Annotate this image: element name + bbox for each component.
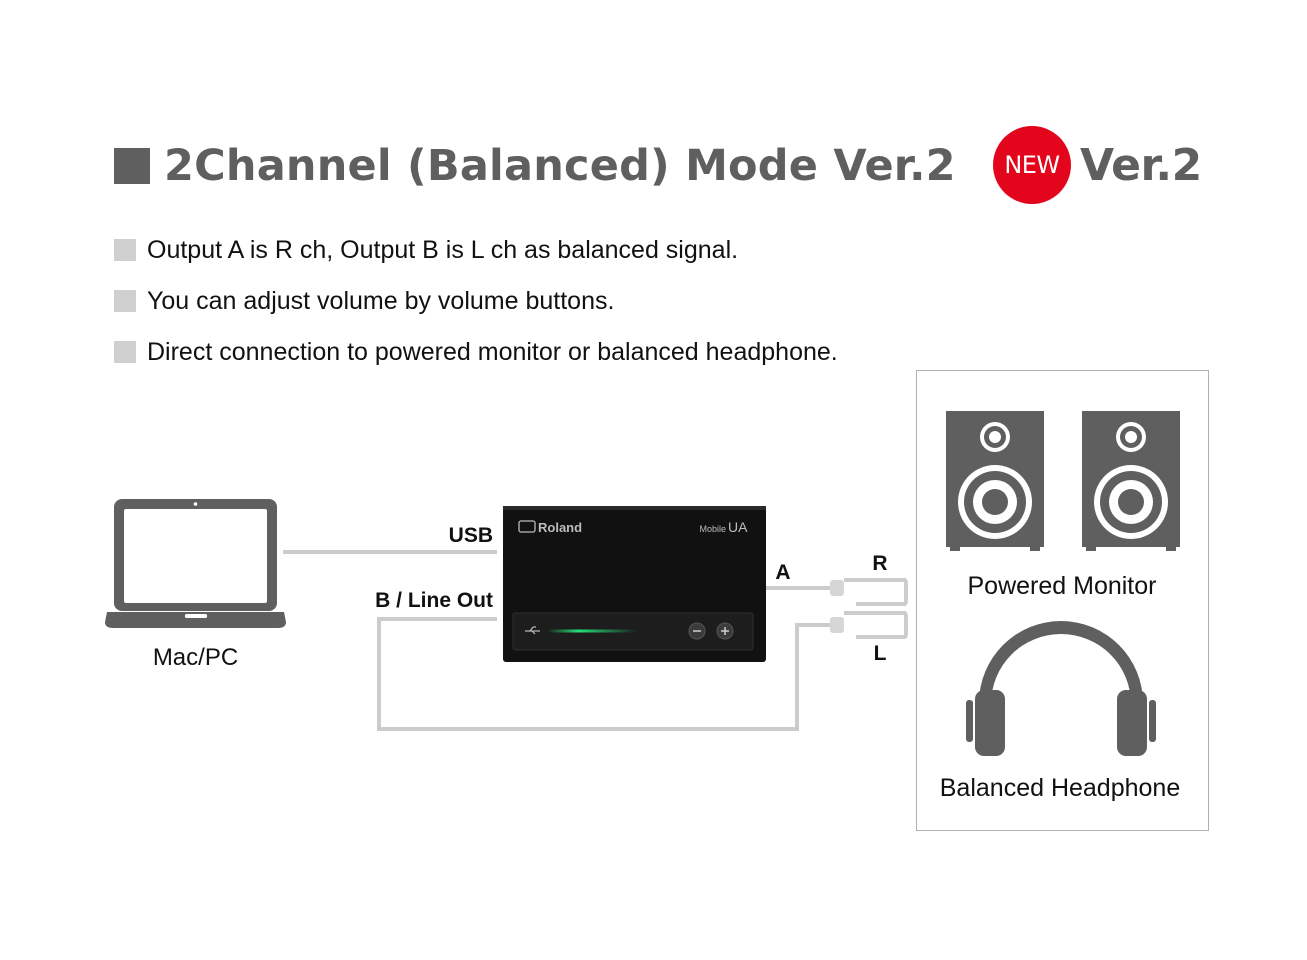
bullet-square-icon [114,239,136,261]
bullet-text: Direct connection to powered monitor or … [147,337,838,366]
page-title: 2Channel (Balanced) Mode Ver.2 [164,141,956,191]
speaker-right-icon [1082,411,1180,551]
channel-l-label: L [874,642,887,665]
xlr-l-plug [844,611,908,639]
usb-symbol-icon [525,626,540,635]
version-label: Ver.2 [1080,139,1202,191]
device-model: UA [728,519,748,535]
bullet-square-icon [114,341,136,363]
version-badge-group: NEW Ver.2 [993,126,1202,204]
usb-label: USB [449,524,493,547]
output-a-label: A [775,561,790,584]
title-square-icon [114,148,150,184]
speaker-left-icon [946,411,1044,551]
bullet-square-icon [114,290,136,312]
device-model-prefix: Mobile [699,524,726,534]
status-led-bar [547,629,637,633]
bullet-text: Output A is R ch, Output B is L ch as ba… [147,235,739,264]
headphone-icon [966,621,1156,756]
headphone-label: Balanced Headphone [940,774,1180,802]
title-row: 2Channel (Balanced) Mode Ver.2 [114,140,956,192]
laptop-icon [105,499,286,628]
cables [283,550,908,731]
device-brand: Roland [538,520,582,535]
monitor-label: Powered Monitor [968,572,1157,600]
audio-interface-device: Roland Mobile UA [503,506,766,662]
plus-icon [721,627,729,635]
new-badge: NEW [993,126,1071,204]
connector-r [830,580,844,596]
list-item: Output A is R ch, Output B is L ch as ba… [114,232,838,268]
channel-r-label: R [872,552,887,575]
feature-list: Output A is R ch, Output B is L ch as ba… [114,232,838,385]
line-out-cable [377,617,830,731]
list-item: Direct connection to powered monitor or … [114,334,838,370]
connector-l [830,617,844,633]
computer-label: Mac/PC [153,644,238,671]
list-item: You can adjust volume by volume buttons. [114,283,838,319]
bullet-text: You can adjust volume by volume buttons. [147,286,615,315]
xlr-r-plug [844,578,908,606]
line-out-label: B / Line Out [375,589,493,612]
roland-logo-icon [518,520,536,533]
